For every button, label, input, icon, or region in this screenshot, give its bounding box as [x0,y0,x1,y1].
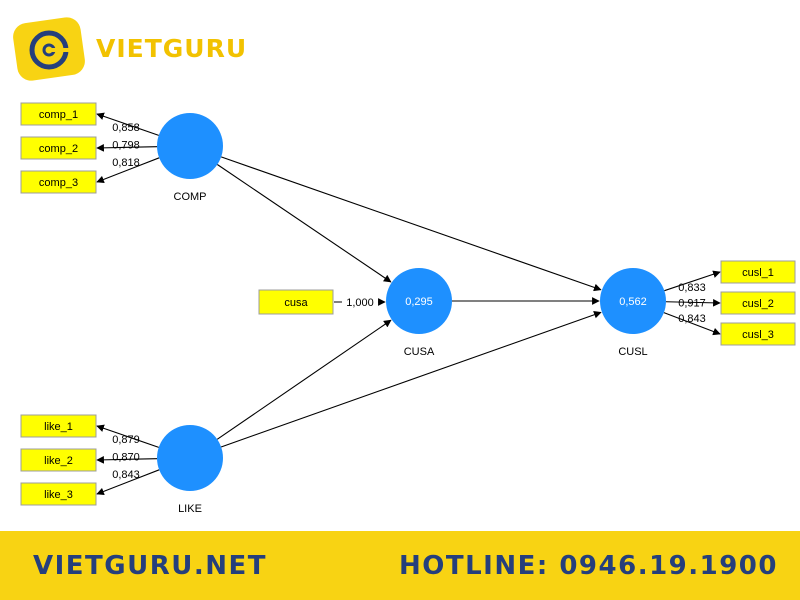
indicator-box-cusl_2[interactable] [720,291,796,315]
loading-value-cusa: 1,000 [346,297,374,309]
indicator-label-cusl_3: cusl_3 [742,329,774,341]
indicator-box-comp_1[interactable] [20,102,97,126]
indicator-label-cusa: cusa [284,297,308,309]
hotline-text[interactable]: HOTLINE: 0946.19.1900 [399,551,778,581]
loading-line-cusl_2 [665,298,721,307]
indicator-box-cusa[interactable] [258,289,334,315]
indicator-box-comp_2[interactable] [20,136,97,160]
r-squared-cusa: 0,295 [405,296,433,308]
loading-line-comp_3 [96,157,160,184]
indicator-label-cusl_2: cusl_2 [742,298,774,310]
pls-path-diagram: comp_1 0,858 comp_2 0,798 comp_3 0,818 like_1 0… [20,102,796,515]
construct-comp[interactable] [157,113,223,179]
indicator-label-comp_2: comp_2 [39,143,78,155]
loading-value-like_3: 0,843 [112,469,140,481]
path-like-cusa [216,319,392,440]
loading-value-cusl_2: 0,917 [678,298,706,310]
indicator-label-cusl_1: cusl_1 [742,267,774,279]
path-comp-cusl [220,156,602,292]
construct-cusl[interactable] [600,268,666,334]
loading-line-comp_1 [96,112,159,136]
indicator-label-like_1: like_1 [44,421,73,433]
indicator-label-like_2: like_2 [44,455,73,467]
path-like-cusl [220,311,602,448]
r-squared-cusl: 0,562 [619,296,647,308]
brand-name[interactable]: VIETGURU [96,34,248,63]
loading-line-cusl_3 [663,312,721,336]
construct-label-comp: COMP [174,191,207,203]
indicator-label-comp_1: comp_1 [39,109,78,121]
website-link[interactable]: VIETGURU.NET [33,551,268,581]
construct-like[interactable] [157,425,223,491]
indicator-box-cusl_3[interactable] [720,322,796,346]
loading-bg [342,295,378,309]
indicator-box-like_1[interactable] [20,414,97,438]
loading-value-comp_3: 0,818 [112,157,140,169]
loading-line-like_1 [96,424,159,448]
construct-label-like: LIKE [178,503,202,515]
loading-value-like_2: 0,870 [112,452,140,464]
loading-value-comp_2: 0,798 [112,140,140,152]
loading-value-cusl_1: 0,833 [678,282,706,294]
indicator-box-comp_3[interactable] [20,170,97,194]
path-comp-cusa [217,164,392,283]
loading-value-cusl_3: 0,843 [678,313,706,325]
indicator-box-cusl_1[interactable] [720,260,796,284]
loading-line-cusl_1 [664,270,721,292]
vietguru-logo-icon [13,17,85,81]
loading-value-comp_1: 0,858 [112,122,140,134]
loading-value-like_1: 0,879 [112,434,140,446]
construct-cusa[interactable] [386,268,452,334]
construct-label-cusa: CUSA [404,346,435,358]
loading-line-like_2 [96,456,158,464]
indicator-box-like_2[interactable] [20,448,97,472]
construct-label-cusl: CUSL [618,346,647,358]
loading-line-like_3 [96,469,160,496]
indicator-label-like_3: like_3 [44,489,73,501]
loading-line-comp_2 [96,144,158,152]
indicator-label-comp_3: comp_3 [39,177,78,189]
indicator-box-like_3[interactable] [20,482,97,506]
footer-bar: VIETGURU.NET HOTLINE: 0946.19.1900 [0,531,800,600]
